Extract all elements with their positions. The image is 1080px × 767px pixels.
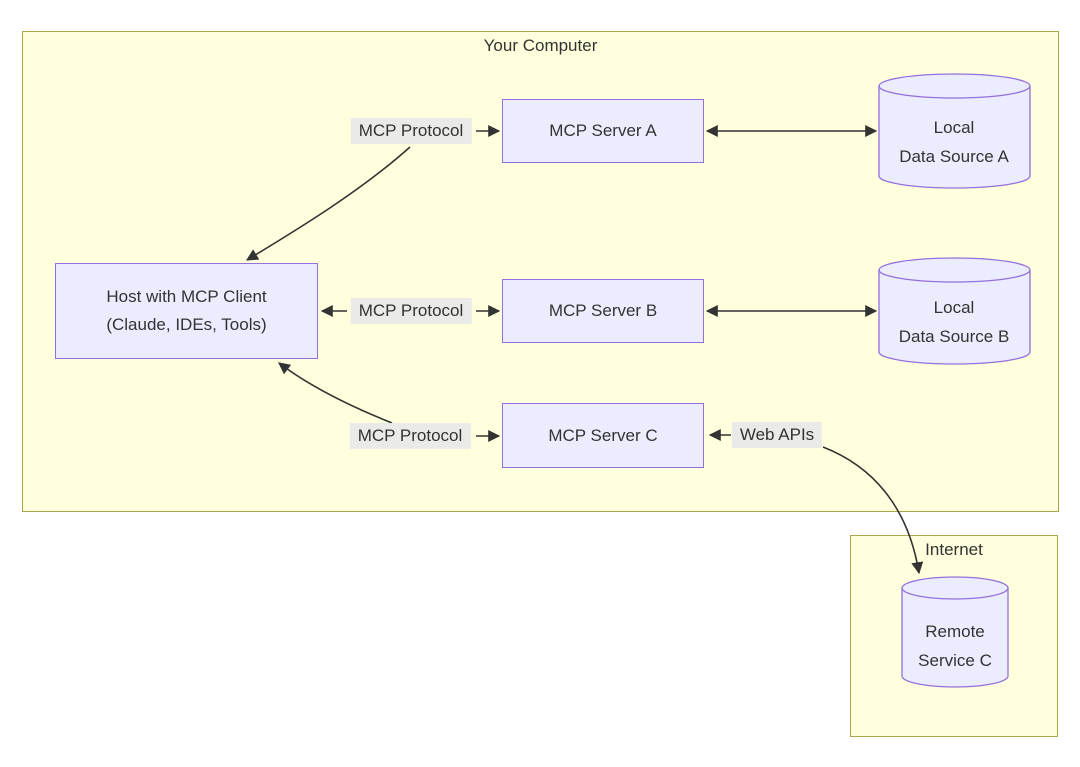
local-data-source-a-line2: Data Source A (899, 147, 1009, 166)
local-data-source-b-line1: Local (933, 298, 975, 317)
mcp-server-b-label: MCP Server B (548, 301, 658, 320)
node-mcp-server-c: MCP Server C (502, 403, 704, 468)
edge-label-mcp-protocol-c: MCP Protocol (349, 423, 471, 449)
mcp-protocol-c-text: MCP Protocol (357, 426, 463, 445)
cluster-your-computer-title: Your Computer (483, 36, 598, 55)
remote-service-c-line2: Service C (918, 651, 992, 670)
edge-label-mcp-protocol-a: MCP Protocol (350, 118, 472, 144)
host-label-line1: Host with MCP Client (106, 287, 267, 306)
remote-service-c-text: Remote Service C (918, 617, 992, 675)
node-host-with-mcp-client: Host with MCP Client (Claude, IDEs, Tool… (55, 263, 318, 359)
node-mcp-server-a: MCP Server A (502, 99, 704, 163)
edge-label-web-apis: Web APIs (731, 422, 823, 448)
local-data-source-b-line2: Data Source B (898, 327, 1010, 346)
mcp-server-a-label: MCP Server A (549, 121, 657, 140)
edge-label-mcp-protocol-b: MCP Protocol (350, 298, 472, 324)
local-data-source-b-text: Local Data Source B (899, 293, 1010, 351)
local-data-source-a-line1: Local (933, 118, 975, 137)
node-mcp-server-b: MCP Server B (502, 279, 704, 343)
web-apis-text: Web APIs (739, 425, 815, 444)
host-label-line2: (Claude, IDEs, Tools) (106, 315, 267, 334)
mcp-protocol-b-text: MCP Protocol (358, 301, 464, 320)
local-data-source-a-text: Local Data Source A (899, 113, 1009, 171)
remote-service-c-line1: Remote (925, 622, 985, 641)
mcp-server-c-label: MCP Server C (548, 425, 658, 445)
mcp-protocol-a-text: MCP Protocol (358, 121, 464, 140)
cluster-internet-title: Internet (925, 540, 983, 559)
